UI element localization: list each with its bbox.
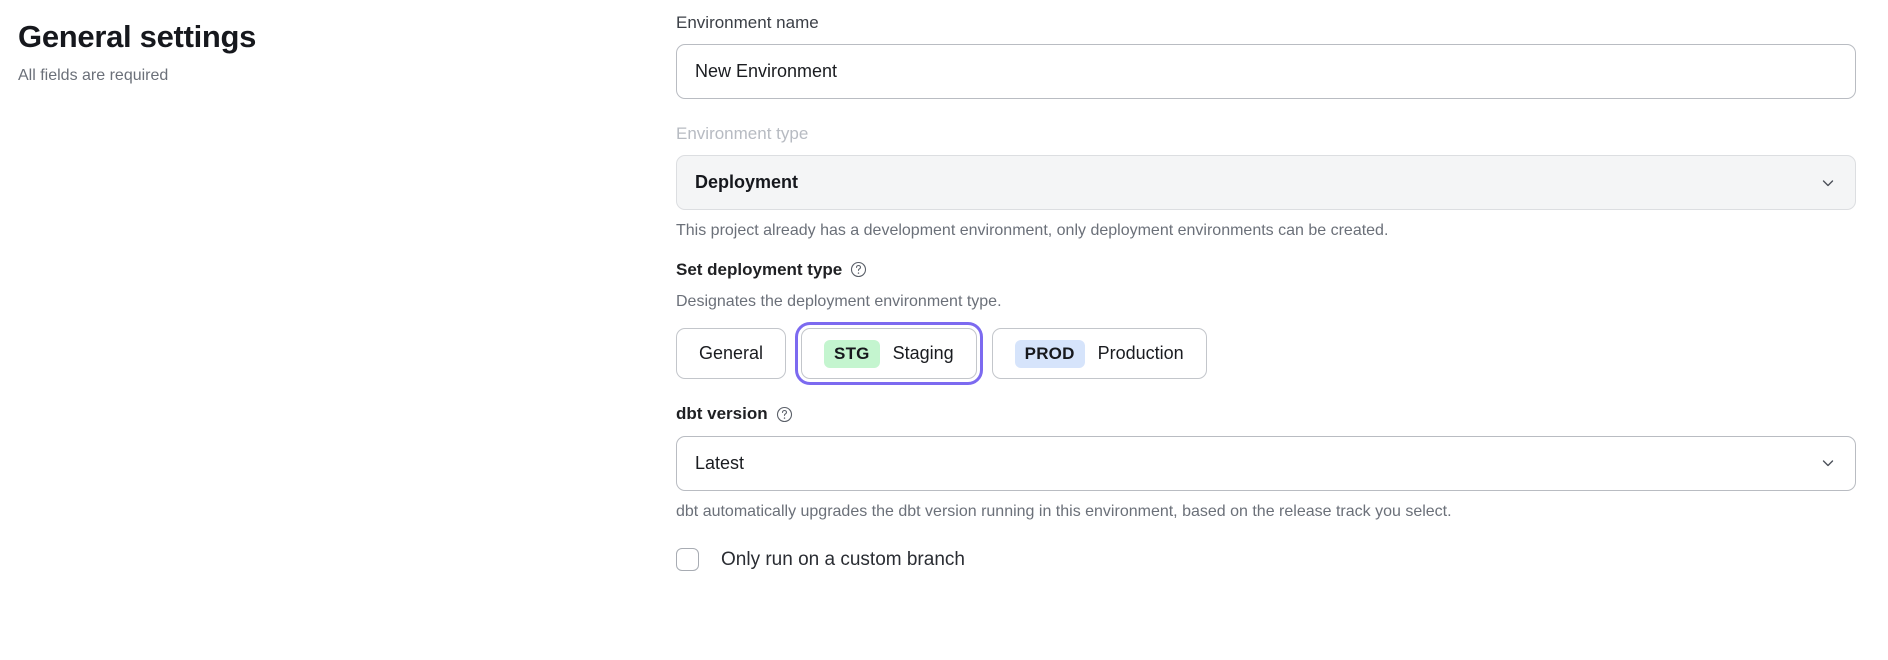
field-environment-type: Environment type Deployment This project… [676,123,1856,242]
environment-type-label: Environment type [676,124,809,144]
environment-type-help-text: This project already has a development e… [676,222,1389,240]
stg-badge: STG [824,339,880,368]
settings-form: Environment name New Environment Environ… [676,12,1856,572]
dbt-version-value: Latest [695,452,745,473]
chevron-down-icon [1819,174,1837,192]
chevron-down-icon [1819,454,1837,472]
deployment-type-description: Designates the deployment environment ty… [676,292,1002,310]
environment-type-value: Deployment [695,172,799,193]
deployment-type-option-production[interactable]: PROD Production [991,328,1207,380]
deployment-type-button-group: General STG Staging PROD Production [676,322,1856,386]
field-dbt-version: dbt version Latest dbt a [676,403,1856,522]
spacer [676,99,1856,123]
deployment-type-option-production-label: Production [1097,343,1184,364]
environment-type-select[interactable]: Deployment [676,155,1856,211]
prod-badge: PROD [1014,339,1085,368]
deployment-type-option-staging[interactable]: STG Staging [795,322,983,386]
deployment-type-label: Set deployment type [676,259,843,279]
question-circle-icon[interactable] [850,261,867,278]
deployment-type-label-row: Set deployment type [676,259,1856,281]
custom-branch-checkbox[interactable] [676,548,699,572]
settings-header: General settings All fields are required [18,18,518,87]
spacer [676,379,1856,403]
field-deployment-type: Set deployment type Designates the deplo… [676,259,1856,386]
custom-branch-label: Only run on a custom branch [721,548,965,570]
deployment-type-option-general[interactable]: General [676,328,787,380]
environment-name-input[interactable]: New Environment [676,44,1856,100]
dbt-version-label-row: dbt version [676,403,1856,425]
environment-name-label: Environment name [676,13,819,32]
custom-branch-row: Only run on a custom branch [676,548,1856,572]
page-title: General settings [18,19,257,54]
deployment-type-option-general-label: General [699,343,764,364]
dbt-version-label: dbt version [676,404,768,424]
spacer [676,242,1856,259]
page-subtitle: All fields are required [18,67,169,85]
dbt-version-help-text: dbt automatically upgrades the dbt versi… [676,502,1452,520]
dbt-version-select[interactable]: Latest [676,435,1856,491]
field-environment-name: Environment name New Environment [676,12,1856,100]
environment-name-value: New Environment [695,61,838,82]
spacer [676,522,1856,548]
deployment-type-option-staging-label: Staging [892,343,954,364]
question-circle-icon[interactable] [776,406,793,423]
